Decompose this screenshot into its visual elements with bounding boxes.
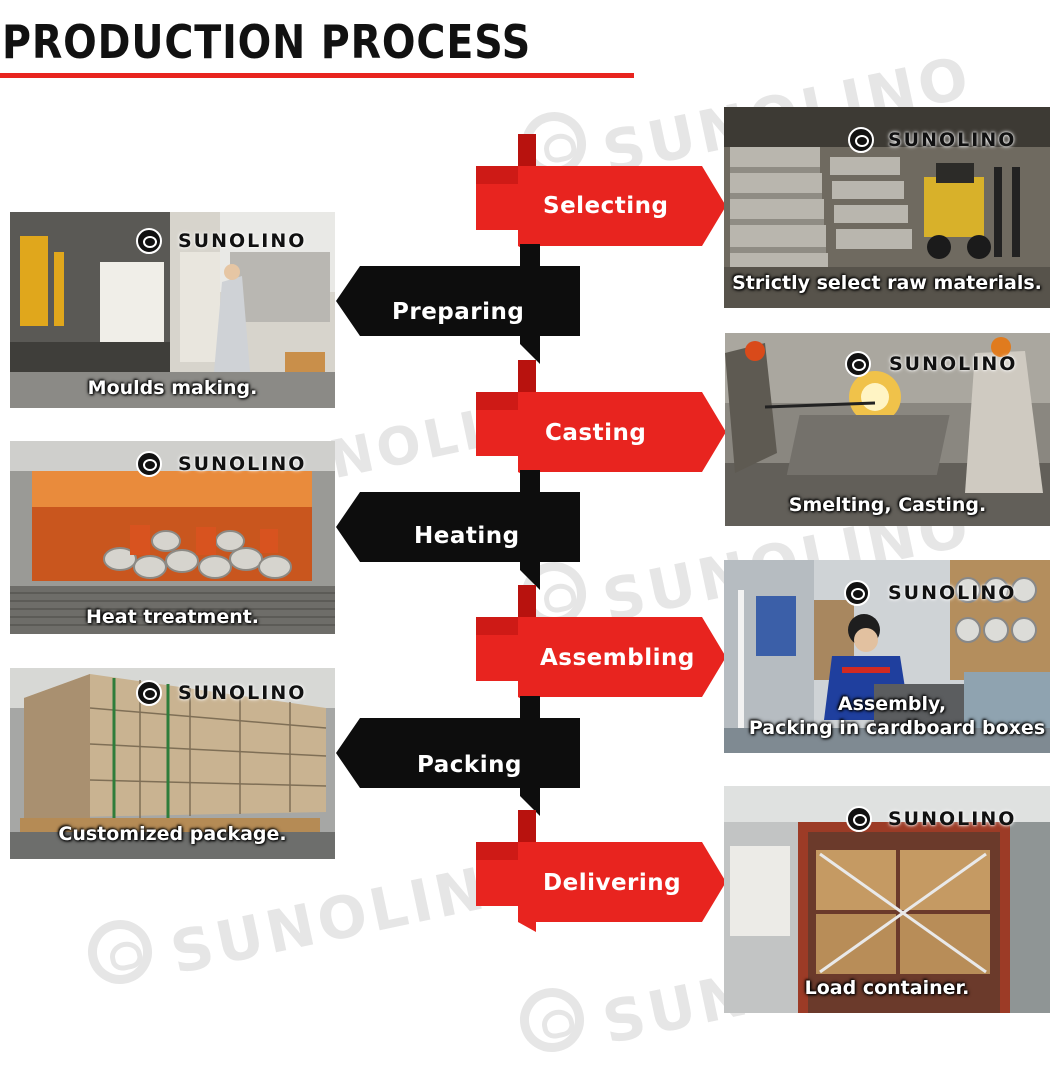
photo-packing: SUNOLINO Customized package. [10, 668, 335, 859]
caption-selecting: Strictly select raw materials. [732, 272, 1042, 294]
brand-text: SUNOLINO [888, 582, 1017, 604]
caption-casting: Smelting, Casting. [788, 494, 987, 516]
photo-casting: SUNOLINO Smelting, Casting. [725, 333, 1050, 526]
photo-preparing-image [10, 212, 335, 408]
brand-logo-icon [845, 351, 871, 377]
step-label-packing: Packing [417, 752, 522, 778]
step-label-heating: Heating [414, 523, 520, 549]
step-arrow-assembling [476, 585, 726, 707]
step-label-assembling: Assembling [540, 645, 695, 671]
caption-heating: Heat treatment. [85, 606, 260, 628]
brand-logo-icon [136, 228, 162, 254]
photo-selecting: SUNOLINO Strictly select raw materials. [724, 107, 1050, 308]
step-arrow-preparing [336, 244, 580, 364]
photo-packing-image [10, 668, 335, 859]
step-arrow-heating [336, 470, 580, 590]
brand-text: SUNOLINO [888, 808, 1017, 830]
brand-logo-icon [136, 451, 162, 477]
photo-heating-image [10, 441, 335, 634]
caption-assembling-line2: Packing in cardboard boxes [748, 717, 1046, 739]
step-arrow-packing [336, 696, 580, 816]
photo-selecting-image [724, 107, 1050, 308]
watermark-logo-icon [514, 982, 590, 1058]
brand-text: SUNOLINO [889, 353, 1018, 375]
step-label-selecting: Selecting [543, 193, 669, 219]
brand-text: SUNOLINO [178, 682, 307, 704]
caption-assembling-line1: Assembly, [837, 693, 947, 715]
caption-preparing: Moulds making. [87, 377, 258, 399]
photo-assembling-image [724, 560, 1050, 753]
brand-logo-icon [846, 806, 872, 832]
photo-delivering: SUNOLINO Load container. [724, 786, 1050, 1013]
photo-delivering-image [724, 786, 1050, 1013]
brand-text: SUNOLINO [888, 129, 1017, 151]
photo-assembling: SUNOLINO Assembly, Packing in cardboard … [724, 560, 1050, 753]
step-label-preparing: Preparing [392, 299, 525, 325]
brand-logo-icon [848, 127, 874, 153]
caption-delivering: Load container. [804, 977, 970, 999]
watermark-logo-icon [82, 914, 158, 990]
brand-logo-icon [844, 580, 870, 606]
caption-packing: Customized package. [58, 823, 287, 845]
step-label-delivering: Delivering [543, 870, 682, 896]
brand-text: SUNOLINO [178, 230, 307, 252]
step-label-casting: Casting [545, 420, 647, 446]
step-arrow-casting [476, 360, 726, 482]
page-title: PRODUCTION PROCESS [2, 15, 532, 69]
brand-logo-icon [136, 680, 162, 706]
title-underline [0, 73, 634, 78]
step-arrow-selecting [476, 134, 726, 256]
brand-text: SUNOLINO [178, 453, 307, 475]
photo-heating: SUNOLINO Heat treatment. [10, 441, 335, 634]
photo-preparing: SUNOLINO Moulds making. [10, 212, 335, 408]
photo-casting-image [725, 333, 1050, 526]
step-arrow-delivering [476, 810, 726, 932]
